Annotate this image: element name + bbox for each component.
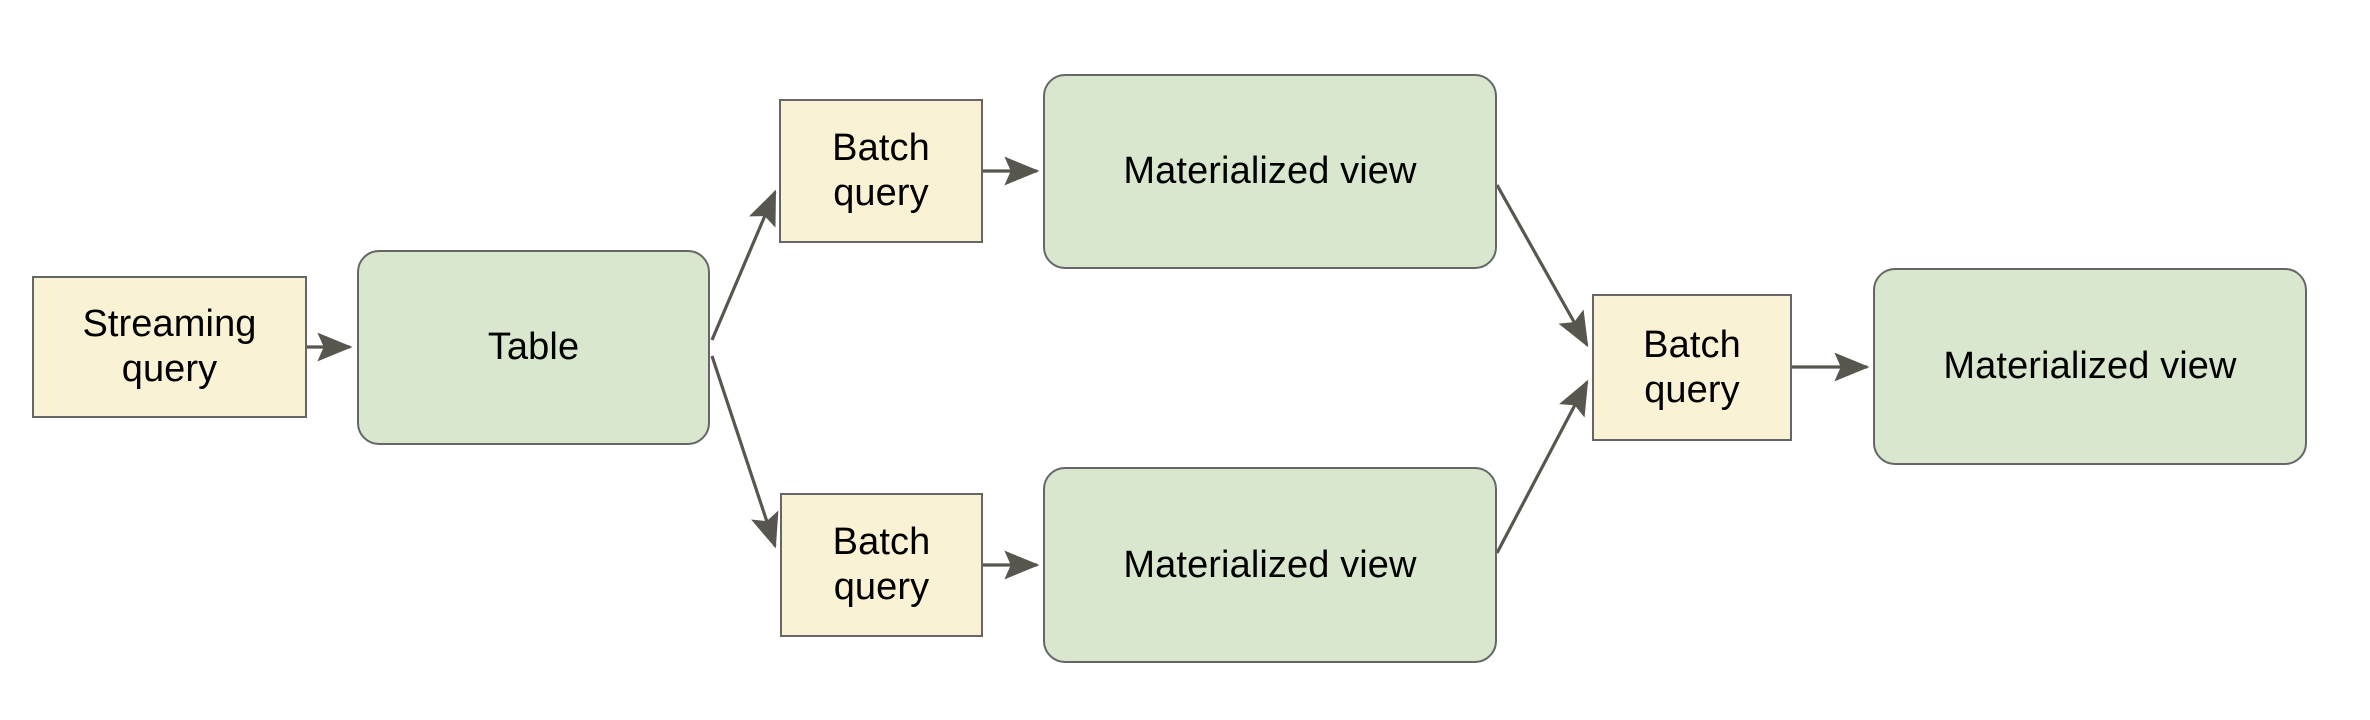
node-label: Table (487, 326, 580, 369)
edge-mv-bottom-to-batch-join (1495, 379, 1589, 554)
node-table[interactable]: Table (357, 250, 710, 445)
node-batch-query-top[interactable]: Batch query (779, 99, 983, 243)
node-batch-query-bottom[interactable]: Batch query (780, 493, 983, 637)
node-label: Batch query (832, 127, 930, 214)
edge-table-to-batch-bottom (710, 355, 779, 549)
node-label: Streaming query (82, 303, 257, 390)
edge-table-to-batch-top (710, 189, 777, 341)
node-materialized-view-bottom[interactable]: Materialized view (1043, 467, 1497, 663)
node-batch-query-join[interactable]: Batch query (1592, 294, 1792, 441)
node-streaming-query[interactable]: Streaming query (32, 276, 307, 418)
node-materialized-view-top[interactable]: Materialized view (1043, 74, 1497, 269)
node-label: Batch query (1643, 323, 1741, 411)
edge-mv-top-to-batch-join (1495, 184, 1589, 348)
node-label: Materialized view (1123, 543, 1417, 586)
node-label: Materialized view (1123, 150, 1417, 193)
node-label: Materialized view (1943, 345, 2237, 388)
node-materialized-view-final[interactable]: Materialized view (1873, 268, 2307, 465)
node-label: Batch query (832, 521, 931, 608)
